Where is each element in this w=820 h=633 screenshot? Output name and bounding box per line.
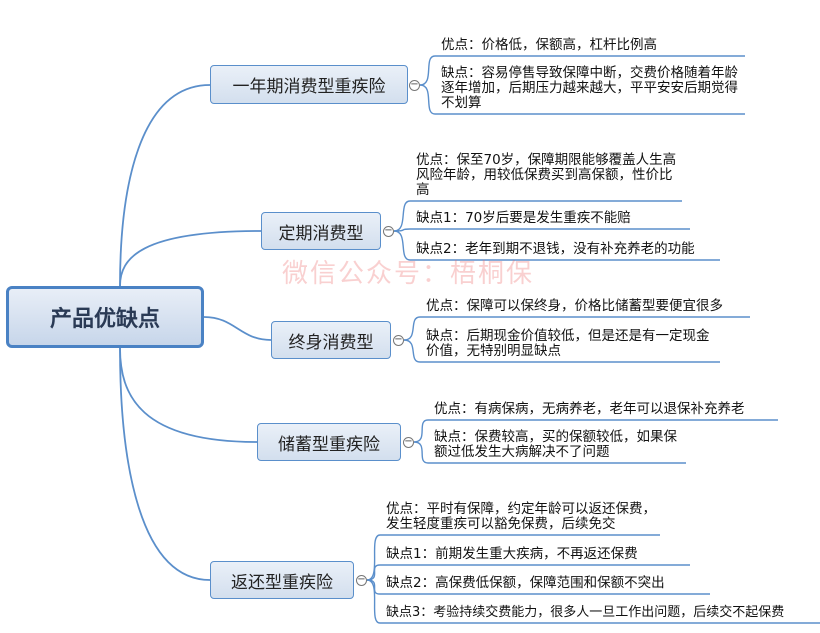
- connector-line: [393, 230, 411, 261]
- leaf-cons-1: 缺点1：前期发生重大疾病，不再返还保费: [386, 546, 638, 562]
- topic-term-consumer[interactable]: 定期消费型: [261, 212, 381, 250]
- topic-annual-consumer[interactable]: 一年期消费型重疾险: [210, 65, 408, 104]
- collapse-toggle-icon[interactable]: −: [403, 436, 414, 448]
- leaf-pros: 优点：价格低，保额高，杠杆比例高: [441, 37, 657, 53]
- connector-line: [119, 347, 211, 581]
- topic-return-type[interactable]: 返还型重疾险: [210, 561, 354, 599]
- collapse-toggle-icon[interactable]: −: [383, 225, 394, 237]
- leaf-cons: 缺点：容易停售导致保障中断，交费价格随着年龄逐年增加，后期压力越来越大，平平安安…: [441, 65, 738, 111]
- connector-line: [203, 316, 272, 341]
- connector-line: [366, 534, 381, 581]
- leaf-pros: 优点：平时有保障，约定年龄可以返还保费，发生轻度重疾可以豁免保费，后续免交: [386, 501, 656, 532]
- connector-line: [413, 441, 429, 464]
- collapse-toggle-icon[interactable]: −: [409, 79, 420, 91]
- leaf-cons-2: 缺点2：老年到期不退钱，没有补充养老的功能: [416, 241, 695, 257]
- topic-lifetime-consumer[interactable]: 终身消费型: [271, 321, 391, 359]
- connector-line: [403, 339, 421, 363]
- connector-line: [403, 316, 421, 341]
- connector-line: [119, 84, 211, 287]
- leaf-cons-3: 缺点3：考验持续交费能力，很多人一旦工作出问题，后续交不起保费: [386, 605, 785, 620]
- connector-line: [419, 55, 436, 86]
- leaf-pros: 优点：有病保病，无病养老，老年可以退保补充养老: [434, 401, 745, 417]
- leaf-cons: 缺点：保费较高，买的保额较低，如果保额过低发生大病解决不了问题: [434, 429, 677, 460]
- connector-line: [119, 230, 262, 287]
- collapse-toggle-icon[interactable]: −: [393, 334, 404, 346]
- leaf-cons-1: 缺点1：70岁后要是发生重疾不能赔: [416, 210, 631, 226]
- connector-line: [413, 419, 429, 443]
- root-topic[interactable]: 产品优缺点: [6, 286, 204, 348]
- connector-line: [119, 347, 258, 443]
- collapse-toggle-icon[interactable]: −: [356, 574, 367, 586]
- connector-line: [419, 84, 436, 115]
- leaf-cons: 缺点：后期现金价值较低，但是还是有一定现金价值，无特别明显缺点: [426, 328, 710, 359]
- connector-line: [393, 200, 411, 232]
- watermark: 微信公众号：梧桐保: [282, 259, 535, 289]
- leaf-pros: 优点：保至70岁，保障期限能够覆盖人生高风险年龄，用较低保费买到高保额，性价比高: [416, 152, 677, 198]
- topic-savings-type[interactable]: 储蓄型重疾险: [257, 423, 401, 461]
- leaf-pros: 优点：保障可以保终身，价格比储蓄型要便宜很多: [426, 298, 723, 314]
- connector-line: [366, 579, 381, 624]
- leaf-cons-2: 缺点2：高保费低保额，保障范围和保额不突出: [386, 575, 665, 591]
